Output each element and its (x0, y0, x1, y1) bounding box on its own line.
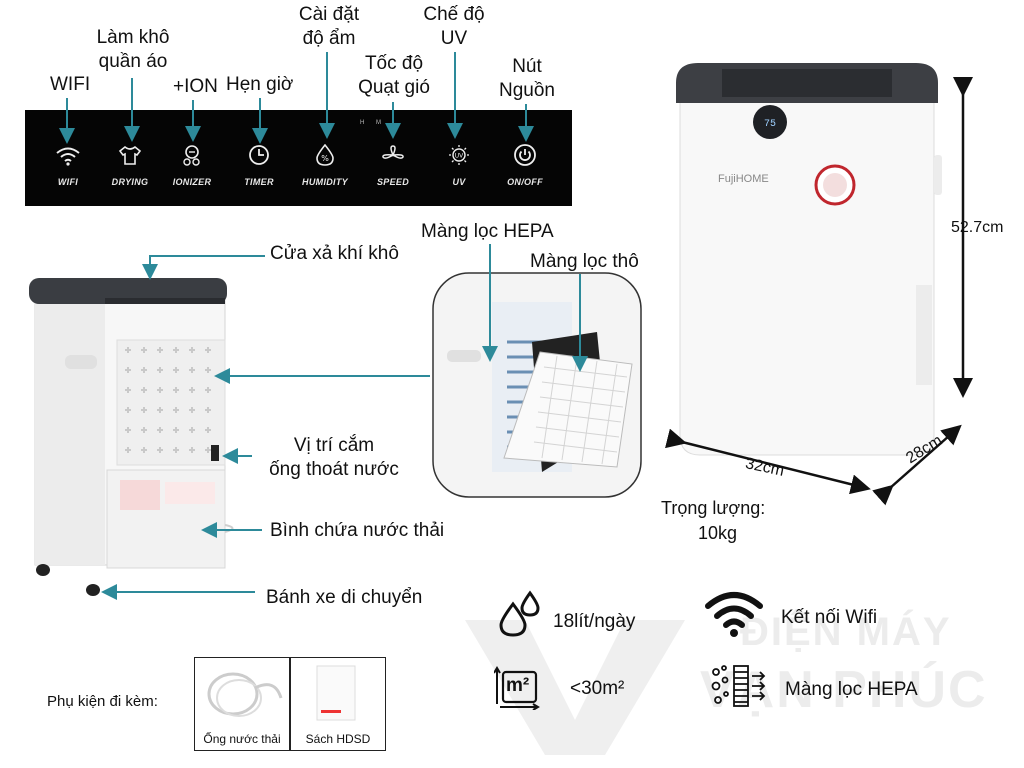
hepa-filter-icon (711, 665, 766, 707)
weight-value: 10kg (698, 523, 738, 543)
panel-button-timer[interactable]: TIMER (229, 144, 289, 187)
button-caption: WIFI (57, 177, 79, 187)
button-caption: HUMIDITY (302, 177, 348, 187)
panel-button-uv[interactable]: UV UV (429, 144, 489, 187)
feature-capacity: 18lít/ngày (553, 611, 636, 632)
part-label-coarse: Màng lọc thô (530, 251, 639, 272)
panel-button-drying[interactable]: DRYING (100, 144, 160, 187)
feature-wifi: Kết nối Wifi (781, 607, 878, 628)
panel-button-speed[interactable]: SPEED (363, 144, 423, 187)
speed-levels: H M L (360, 120, 402, 126)
svg-text:UV: UV (455, 153, 464, 160)
manual-image (316, 665, 356, 721)
label-wifi: WIFI (50, 74, 91, 95)
part-label-hepa: Màng lọc HEPA (421, 221, 554, 242)
uv-icon: UV (449, 145, 469, 165)
accessory-manual: Sách HDSD (290, 657, 386, 751)
button-caption: IONIZER (172, 177, 212, 187)
accessory-caption: Ống nước thải (203, 732, 281, 746)
brand-logo: FujiHOME (718, 173, 769, 185)
panel-button-power[interactable]: ON/OFF (495, 144, 555, 187)
display-reading: 75 (764, 119, 776, 130)
dimension-height: 52.7cm (951, 219, 1004, 236)
button-caption: TIMER (244, 177, 274, 187)
label-timer: Hẹn giờ (226, 74, 294, 95)
weight-label: Trọng lượng: (661, 498, 766, 518)
dehumidifier-front-view: 75 FujiHOME (676, 63, 942, 456)
area-icon-text: m² (506, 675, 530, 696)
button-caption: UV (452, 177, 466, 187)
power-icon (514, 144, 536, 166)
accessory-hose: Ống nước thải (194, 657, 290, 751)
hose-image (207, 672, 283, 717)
part-label-tank: Bình chứa nước thải (270, 520, 445, 541)
accessory-caption: Sách HDSD (305, 732, 371, 746)
clock-icon (249, 145, 269, 165)
watermark-logo (465, 620, 685, 755)
button-caption: ON/OFF (507, 177, 543, 187)
ionizer-icon (183, 145, 200, 166)
accessories-title: Phụ kiện đi kèm: (47, 693, 158, 710)
dehumidifier-side-view (29, 278, 234, 596)
filter-detail-inset (432, 272, 642, 498)
area-icon: m² (494, 664, 540, 710)
wifi-icon (56, 147, 80, 166)
button-caption: SPEED (376, 177, 409, 187)
water-drops-icon (499, 590, 540, 637)
control-panel: H M L WIFI DRYING IONIZER TIMER (25, 110, 572, 206)
panel-button-wifi[interactable]: WIFI (38, 144, 98, 187)
feature-hepa: Màng lọc HEPA (785, 679, 918, 700)
panel-button-ionizer[interactable]: IONIZER (162, 144, 222, 187)
part-label-air-outlet: Cửa xả khí khô (270, 243, 399, 264)
panel-button-humidity[interactable]: % HUMIDITY (295, 143, 355, 187)
percent-drop-icon: % (316, 143, 334, 166)
watermark-line1: ĐIỆN MÁY (740, 610, 952, 654)
button-caption: DRYING (111, 177, 149, 187)
label-ion: +ION (173, 76, 218, 97)
feature-area: <30m² (570, 678, 625, 699)
shirt-icon (118, 145, 142, 165)
fan-icon (382, 145, 404, 159)
wifi-feature-icon (705, 592, 763, 637)
part-label-wheels: Bánh xe di chuyển (266, 587, 423, 608)
svg-text:%: % (321, 154, 329, 163)
